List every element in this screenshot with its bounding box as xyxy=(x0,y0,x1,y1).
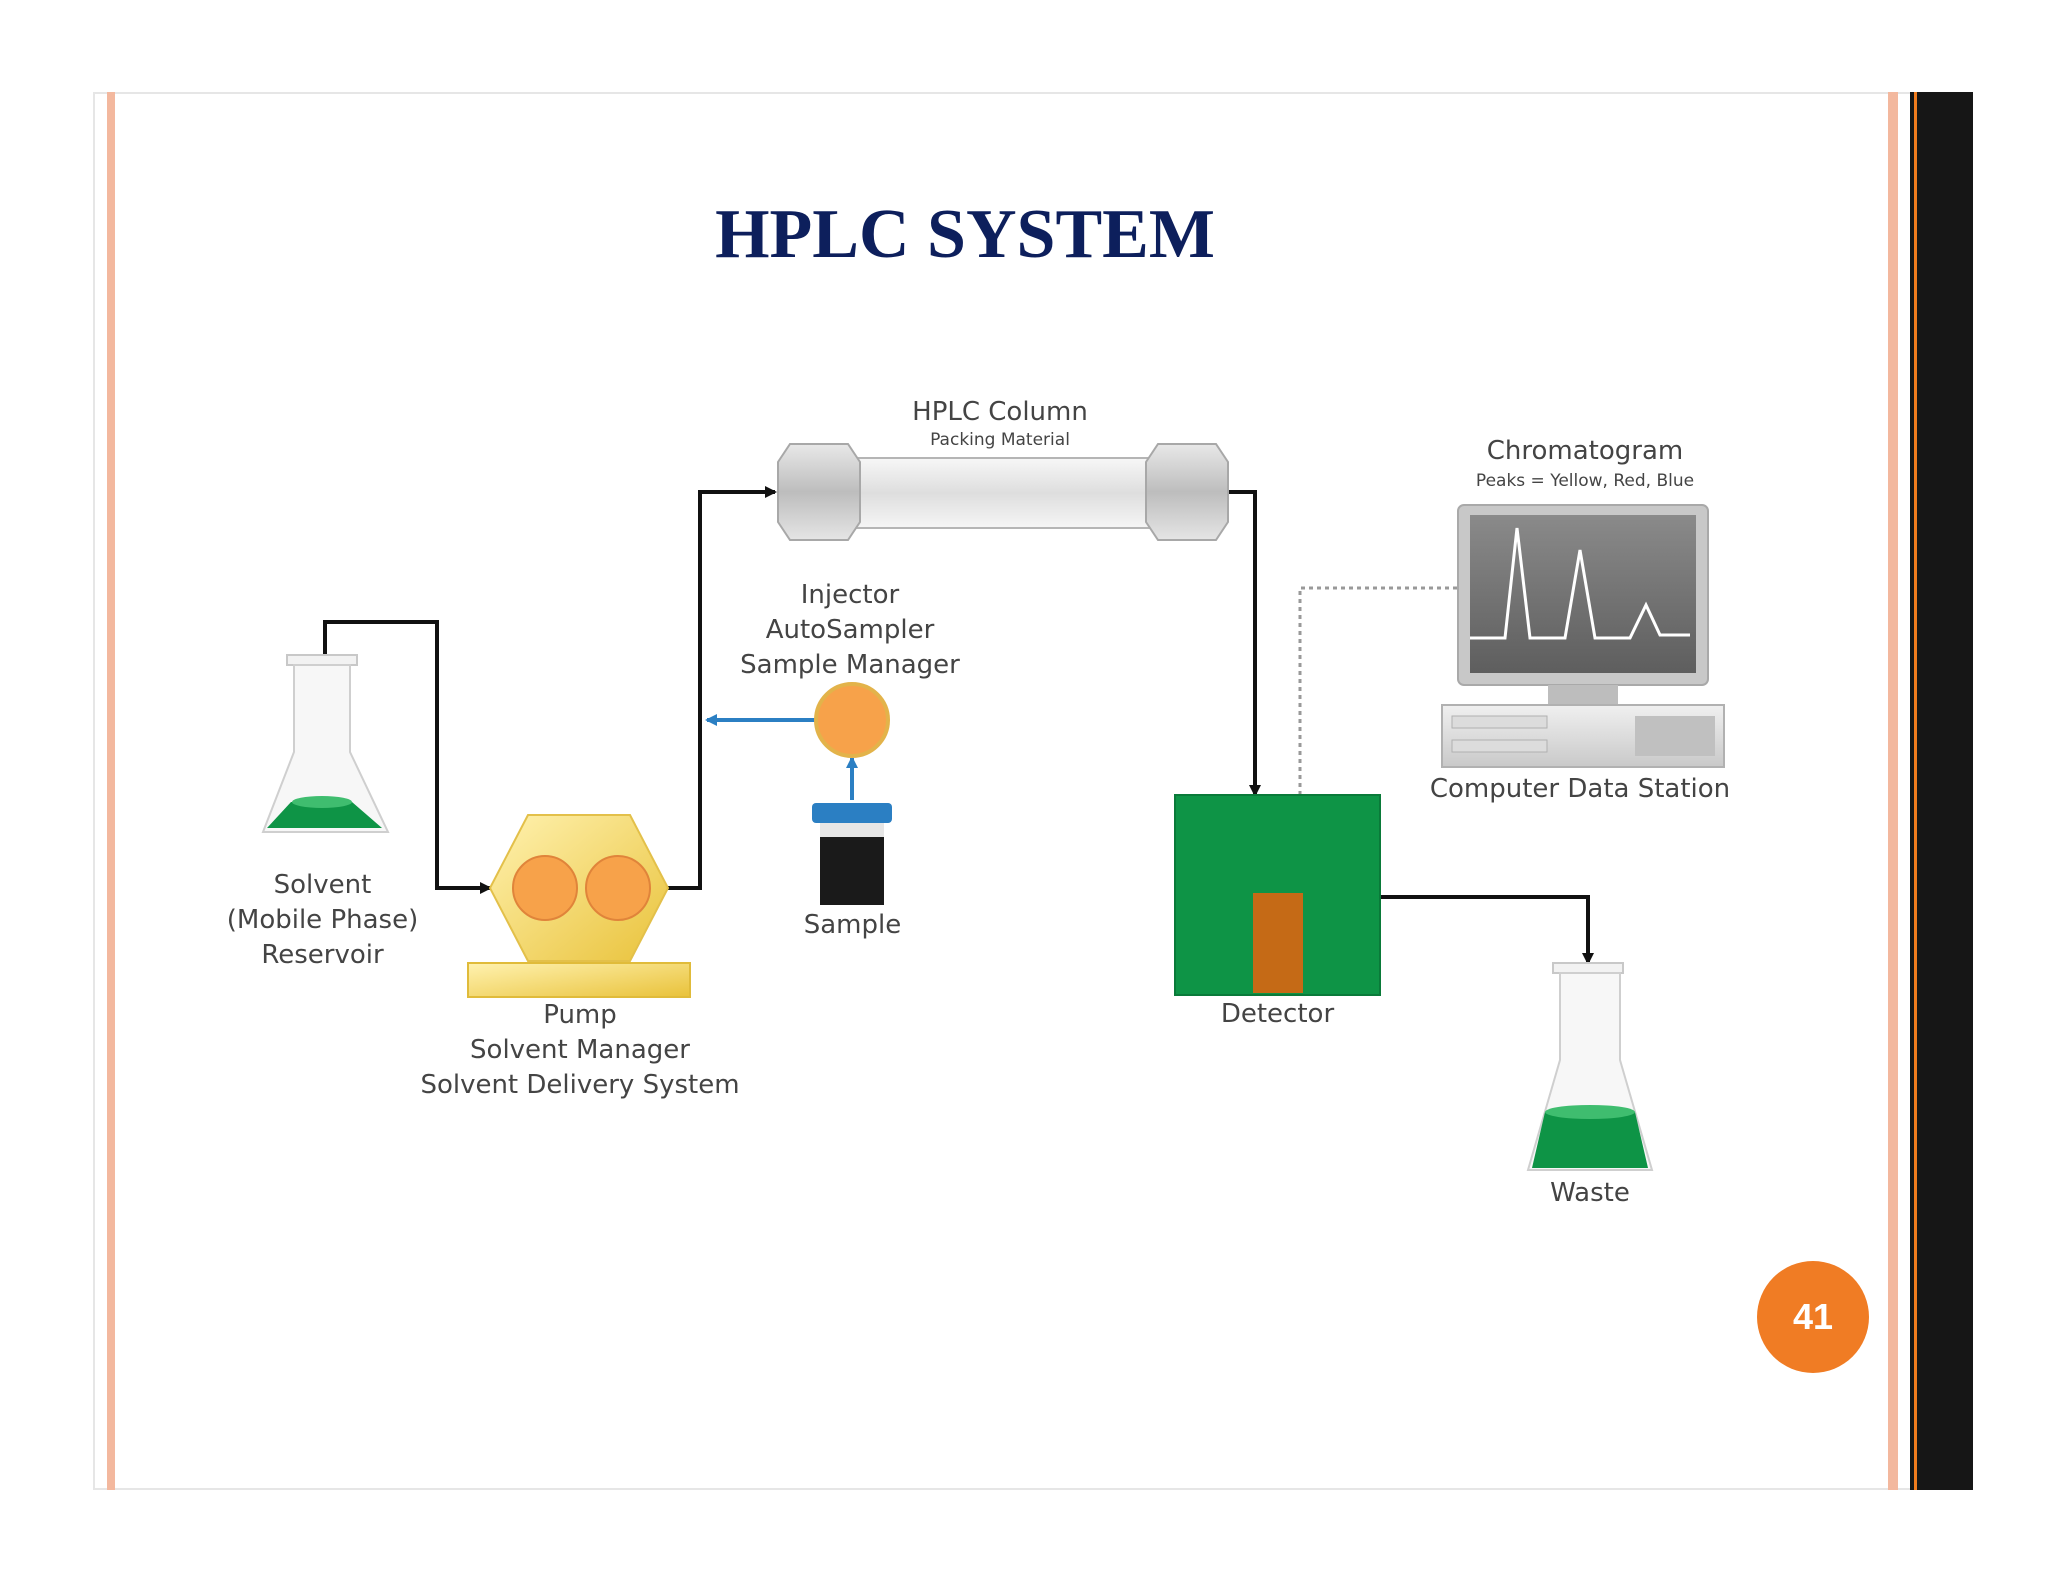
slide-frame xyxy=(93,92,1959,1490)
right-accent-rule xyxy=(1888,92,1898,1490)
pump-label-line3: Solvent Delivery System xyxy=(420,1070,740,1100)
injector-label-line3: Sample Manager xyxy=(740,650,960,680)
left-accent-rule xyxy=(107,92,115,1490)
injector-valve-graphic xyxy=(814,682,890,758)
solvent-label-line2: (Mobile Phase) xyxy=(226,905,419,935)
detector-to-waste-line xyxy=(1380,895,1594,965)
waste-flask-graphic xyxy=(1526,962,1654,1171)
chromatogram-sublabel: Peaks = Yellow, Red, Blue xyxy=(1475,471,1695,491)
injector-label-line2: AutoSampler xyxy=(765,615,935,645)
chromatogram-trace xyxy=(1470,527,1690,640)
right-orange-line xyxy=(1914,92,1917,1490)
column-sublabel: Packing Material xyxy=(930,430,1070,450)
column-label: HPLC Column xyxy=(912,397,1088,427)
detector-computer-dotted-line xyxy=(1298,586,1458,795)
chromatogram-label: Chromatogram xyxy=(1486,436,1684,466)
injector-label-line1: Injector xyxy=(800,580,900,610)
pump-to-column-line xyxy=(665,486,777,890)
slide-title: HPLC SYSTEM xyxy=(715,196,1215,273)
solvent-label-line3: Reservoir xyxy=(261,940,384,970)
column-to-detector-line xyxy=(1220,490,1261,797)
computer-graphic xyxy=(1441,504,1725,768)
detector-label: Detector xyxy=(1220,999,1335,1029)
page-number-badge: 41 xyxy=(1757,1261,1869,1373)
solvent-flask-graphic xyxy=(261,654,390,833)
pump-label-line2: Solvent Manager xyxy=(470,1035,690,1065)
pump-label-line1: Pump xyxy=(543,1000,617,1030)
right-dark-bar xyxy=(1910,92,1973,1490)
hplc-column-graphic xyxy=(777,443,1229,541)
sample-vial-graphic xyxy=(812,803,892,905)
pump-graphic xyxy=(467,814,691,998)
detector-graphic xyxy=(1174,794,1381,996)
computer-label: Computer Data Station xyxy=(1429,774,1731,804)
sample-label: Sample xyxy=(803,910,902,940)
waste-label: Waste xyxy=(1550,1178,1630,1208)
solvent-label-line1: Solvent xyxy=(273,870,372,900)
